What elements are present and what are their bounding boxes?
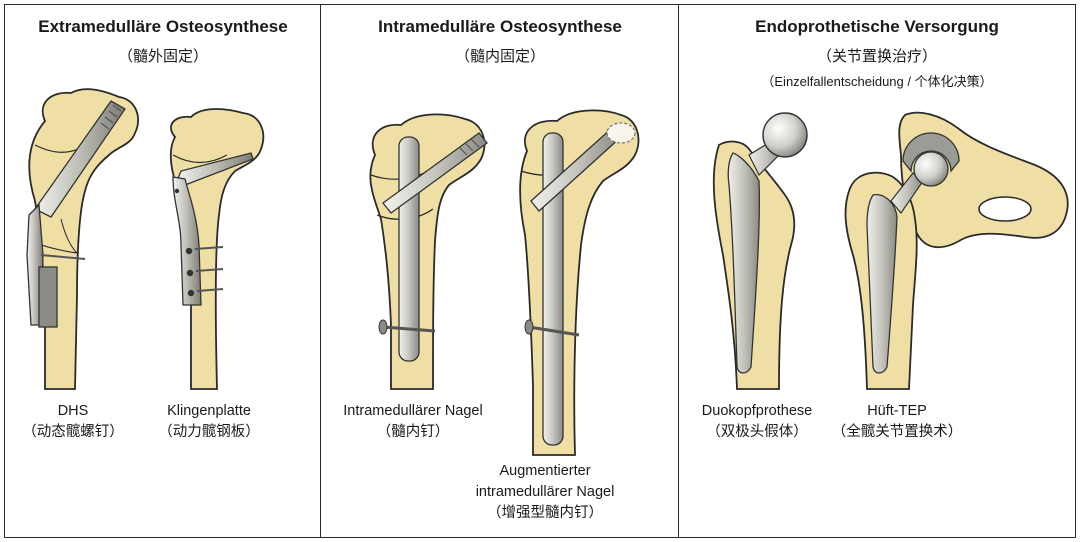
panel-title: Endoprothetische Versorgung (755, 17, 999, 36)
panel-subtitle: （关节置换治疗） (816, 48, 937, 65)
panel-intramedullary: Intramedulläre Osteosynthese （髓内固定） (320, 4, 680, 538)
device-label-im-nail: Intramedullärer Nagel （髓内钉） (343, 401, 482, 443)
device-label-dhs: DHS （动态髋螺钉） (22, 401, 124, 443)
device-note: （动态髋螺钉） (22, 424, 124, 440)
augmented-im-nail-femur-illustration (519, 109, 640, 456)
device-label-tha: Hüft-TEP （全髋关节置换术） (832, 401, 963, 443)
blade-plate-femur-illustration (169, 108, 265, 390)
panel-title: Extramedulläre Osteosynthese (38, 17, 288, 36)
panel-endoprosthetic: Endoprothetische Versorgung （关节置换治疗） （Ei… (678, 4, 1076, 538)
device-label-blade-plate: Klingenplatte （动力髋钢板） (158, 401, 260, 443)
panel-extramedullary: Extramedulläre Osteosynthese （髓外固定） (4, 4, 322, 538)
device-note: （增强型髓内钉） (487, 505, 603, 521)
extramedullary-illustration (26, 88, 265, 390)
device-note: （双极头假体） (706, 424, 808, 440)
im-nail-femur-illustration (369, 113, 488, 390)
device-name-line1: Augmentierter (499, 463, 591, 479)
endoprosthesis-illustration (712, 111, 1069, 390)
device-label-bipolar: Duokopfprothese （双极头假体） (702, 401, 812, 443)
panel-subtitle: （髓外固定） (117, 48, 208, 65)
bipolar-prosthesis-femur-illustration (712, 112, 808, 390)
device-note: （动力髋钢板） (158, 424, 260, 440)
intramedullary-illustration (369, 109, 640, 456)
dhs-femur-illustration (26, 88, 140, 390)
device-note: （全髋关节置换术） (831, 424, 963, 440)
device-label-augmented-im-nail: Augmentierter intramedullärer Nagel （增强型… (476, 461, 615, 524)
panel-title: Intramedulläre Osteosynthese (378, 17, 622, 36)
device-name-line2: intramedullärer Nagel (475, 484, 615, 500)
device-name: DHS (57, 403, 89, 419)
device-note: （髓内钉） (376, 424, 450, 440)
device-name: Klingenplatte (167, 403, 251, 419)
device-name: Intramedullärer Nagel (343, 403, 483, 419)
panel-note: （Einzelfallentscheidung / 个体化决策） (761, 74, 993, 89)
total-hip-replacement-illustration (844, 111, 1069, 390)
panel-subtitle: （髓内固定） (454, 48, 545, 65)
device-name: Duokopfprothese (701, 403, 813, 419)
device-name: Hüft-TEP (867, 403, 927, 419)
